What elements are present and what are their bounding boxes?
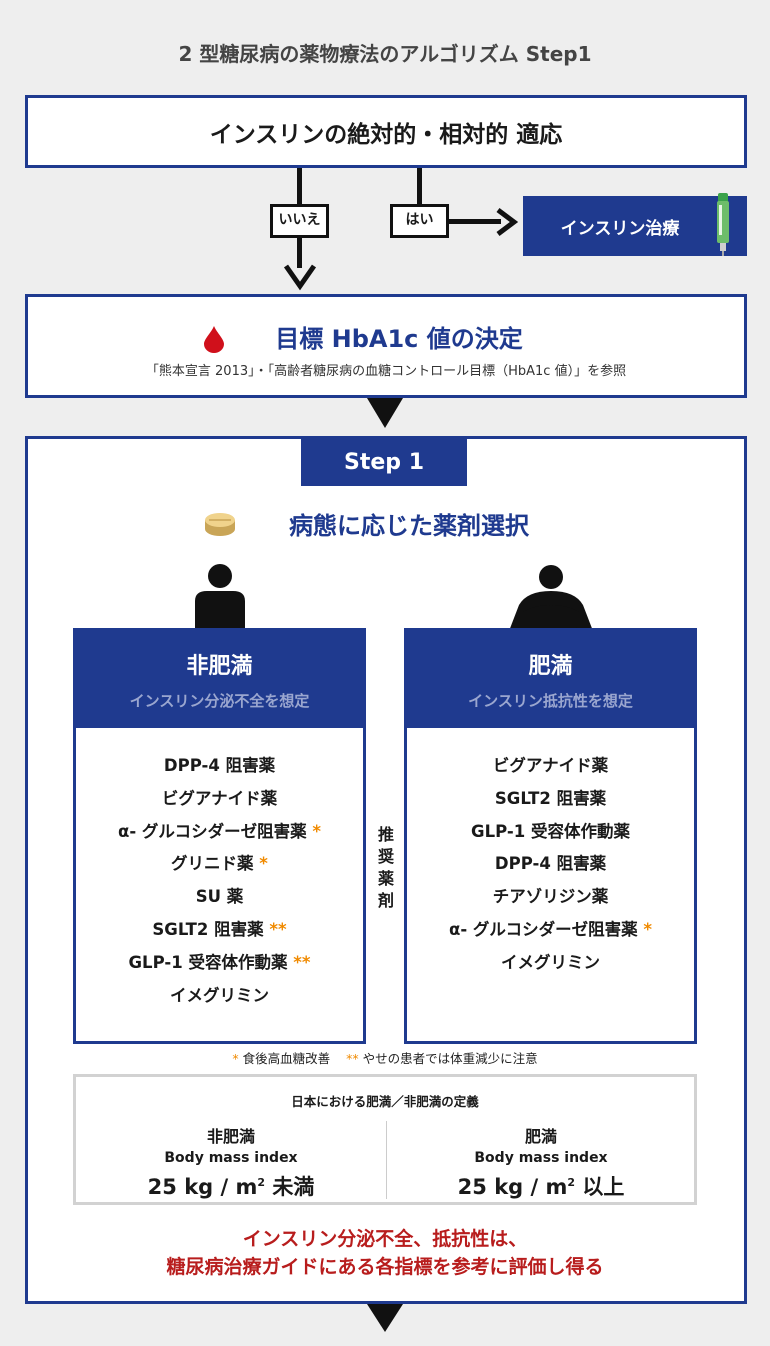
drug-name: SGLT2 阻害薬	[152, 919, 264, 939]
definition-obese-index: Body mass index	[474, 1150, 608, 1166]
definition-non-obese-name: 非肥満	[206, 1127, 255, 1146]
drug-selection-title-text: 病態に応じた薬剤選択	[289, 512, 529, 540]
footnote-mark: *	[259, 854, 268, 874]
yes-branch-line	[417, 168, 422, 221]
obese-title: 肥満	[528, 654, 573, 679]
evaluation-note-line1: インスリン分泌不全、抵抗性は、	[242, 1228, 528, 1250]
recommended-drugs-text: 推奨薬剤	[377, 825, 394, 910]
slim-person-icon	[195, 564, 245, 629]
step1-label: Step 1	[301, 438, 467, 486]
drug-name: チアゾリジン薬	[492, 887, 609, 907]
list-item: SGLT2 阻害薬 **	[76, 914, 363, 947]
footnote-mark-2: **	[346, 1051, 359, 1066]
list-item: イメグリミン	[407, 947, 694, 980]
drug-name: イメグリミン	[501, 952, 600, 972]
bmi-qualifier: 以上	[582, 1175, 625, 1199]
bmi-unit-sup: 2	[567, 1176, 576, 1189]
definition-obese-name: 肥満	[524, 1127, 557, 1146]
non-obese-drug-list: DPP-4 阻害薬 ビグアナイド薬 α- グルコシダーゼ阻害薬 * グリニド薬 …	[73, 728, 366, 1044]
list-item: イメグリミン	[76, 980, 363, 1013]
footnote-mark-1: *	[232, 1051, 239, 1066]
definition-obese-value: 25 kg / m2 以上	[388, 1171, 694, 1201]
hba1c-title: 目標 HbA1c 値の決定	[28, 319, 744, 354]
bmi-unit-sup: 2	[257, 1176, 266, 1189]
drug-name: DPP-4 阻害薬	[494, 854, 607, 874]
down-arrow-icon	[367, 398, 403, 428]
drug-name: ビグアナイド薬	[161, 788, 278, 808]
drug-name: イメグリミン	[170, 985, 269, 1005]
insulin-therapy-label: インスリン治療	[560, 218, 680, 239]
list-item: DPP-4 阻害薬	[407, 848, 694, 881]
footnote-mark: *	[643, 919, 652, 939]
obese-person-icon	[509, 565, 593, 631]
bmi-qualifier: 未満	[272, 1175, 315, 1199]
evaluation-note: インスリン分泌不全、抵抗性は、 糖尿病治療ガイドにある各指標を参考に評価し得る	[0, 1225, 770, 1281]
list-item: α- グルコシダーゼ阻害薬 *	[407, 914, 694, 947]
insulin-indication-box: インスリンの絶対的・相対的 適応	[25, 95, 747, 168]
drug-name: α- グルコシダーゼ阻害薬	[449, 919, 638, 939]
hba1c-reference-note: 「熊本宣言 2013」・「高齢者糖尿病の血糖コントロール目標（HbA1c 値）」…	[145, 364, 627, 379]
pill-icon	[205, 513, 235, 536]
evaluation-note-line2: 糖尿病治療ガイドにある各指標を参考に評価し得る	[166, 1256, 604, 1278]
list-item: DPP-4 阻害薬	[76, 750, 363, 783]
list-item: SGLT2 阻害薬	[407, 783, 694, 816]
drug-name: α- グルコシダーゼ阻害薬	[118, 821, 307, 841]
yes-branch-arrow-icon	[496, 208, 518, 236]
list-item: α- グルコシダーゼ阻害薬 *	[76, 816, 363, 849]
insulin-pen-icon	[717, 193, 729, 256]
footnote-mark: *	[312, 821, 321, 841]
hba1c-target-box: 目標 HbA1c 値の決定 「熊本宣言 2013」・「高齢者糖尿病の血糖コントロ…	[25, 294, 747, 398]
non-obese-title: 非肥満	[186, 654, 253, 679]
obesity-definition-box: 日本における肥満／非肥満の定義 非肥満 Body mass index 25 k…	[73, 1074, 697, 1205]
footnote-mark: **	[293, 952, 311, 972]
drug-name: SGLT2 阻害薬	[494, 788, 607, 808]
definition-divider	[386, 1121, 387, 1199]
list-item: SU 薬	[76, 881, 363, 914]
definition-non-obese: 非肥満 Body mass index 25 kg / m2 未満	[76, 1123, 386, 1201]
list-item: グリニド薬 *	[76, 848, 363, 881]
page-title: 2 型糖尿病の薬物療法のアルゴリズム Step1	[178, 42, 592, 66]
non-obese-header: 非肥満 インスリン分泌不全を想定	[73, 628, 366, 728]
definition-obese: 肥満 Body mass index 25 kg / m2 以上	[388, 1123, 694, 1201]
footnote-text-1: 食後高血糖改善	[242, 1051, 331, 1066]
drug-name: GLP-1 受容体作動薬	[471, 821, 630, 841]
blood-drop-icon	[204, 326, 224, 353]
list-item: GLP-1 受容体作動薬	[407, 816, 694, 849]
list-item: チアゾリジン薬	[407, 881, 694, 914]
obese-header: 肥満 インスリン抵抗性を想定	[404, 628, 697, 728]
drug-name: DPP-4 阻害薬	[163, 756, 276, 775]
insulin-therapy-box: インスリン治療	[523, 196, 747, 256]
definition-non-obese-index: Body mass index	[164, 1150, 298, 1166]
indication-label: インスリンの絶対的・相対的 適応	[209, 121, 563, 148]
no-answer-label: いいえ	[270, 204, 329, 238]
definition-title: 日本における肥満／非肥満の定義	[291, 1094, 479, 1109]
definition-non-obese-value: 25 kg / m2 未満	[76, 1171, 386, 1201]
bmi-value: 25 kg / m	[147, 1175, 258, 1199]
recommended-drugs-label: 推奨薬剤	[372, 824, 400, 912]
obese-drug-list: ビグアナイド薬 SGLT2 阻害薬 GLP-1 受容体作動薬 DPP-4 阻害薬…	[404, 728, 697, 1044]
drug-name: ビグアナイド薬	[492, 756, 609, 775]
no-branch-arrow-icon	[283, 264, 317, 291]
obese-subtitle: インスリン抵抗性を想定	[468, 692, 633, 710]
footnote-mark: **	[269, 919, 287, 939]
drug-name: GLP-1 受容体作動薬	[128, 952, 288, 972]
footnote: * 食後高血糖改善 ** やせの患者では体重減少に注意	[0, 1048, 770, 1067]
hba1c-title-text: 目標 HbA1c 値の決定	[275, 325, 523, 353]
yes-answer-label: はい	[390, 204, 449, 238]
list-item: GLP-1 受容体作動薬 **	[76, 947, 363, 980]
drug-name: グリニド薬	[171, 854, 254, 874]
list-item: ビグアナイド薬	[76, 783, 363, 816]
next-step-arrow-icon	[367, 1304, 403, 1332]
drug-selection-title: 病態に応じた薬剤選択	[0, 506, 770, 541]
bmi-value: 25 kg / m	[457, 1175, 568, 1199]
non-obese-subtitle: インスリン分泌不全を想定	[129, 692, 310, 710]
list-item: ビグアナイド薬	[407, 750, 694, 783]
footnote-text-2: やせの患者では体重減少に注意	[362, 1051, 538, 1066]
yes-horizontal-line	[449, 219, 501, 224]
drug-name: SU 薬	[195, 887, 244, 907]
